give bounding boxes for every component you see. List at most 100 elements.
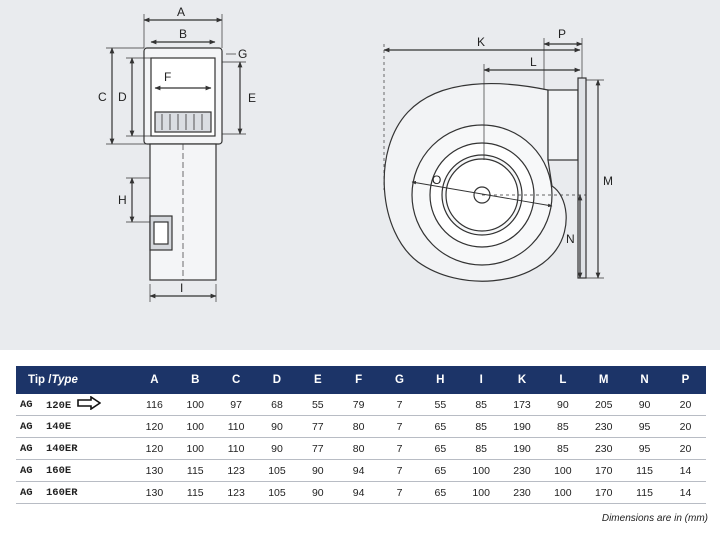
cell-i: 100 [460, 481, 502, 504]
model-name: 140ER [46, 442, 78, 455]
dim-label-e: E [248, 91, 256, 105]
cell-m: 170 [583, 459, 625, 482]
cell-k: 173 [501, 394, 543, 416]
cell-l: 85 [542, 437, 584, 460]
model-name: 140E [46, 420, 72, 433]
column-header-b: B [174, 366, 216, 394]
dim-label-f: F [164, 70, 171, 84]
cell-m: 205 [583, 394, 625, 416]
cell-b: 115 [174, 459, 216, 482]
cell-m: 230 [583, 437, 625, 460]
cell-i: 85 [460, 394, 502, 416]
cell-p: 14 [664, 459, 706, 482]
cell-e: 90 [297, 459, 339, 482]
column-header-e: E [297, 366, 339, 394]
side-view [106, 14, 246, 302]
model-name: 120E [46, 399, 72, 412]
cell-f: 79 [338, 394, 380, 416]
dim-label-a: A [177, 5, 185, 19]
cell-k: 190 [501, 437, 543, 460]
cell-g: 7 [379, 394, 420, 416]
dim-label-c: C [98, 90, 107, 104]
cell-f: 80 [338, 437, 380, 460]
cell-m: 170 [583, 481, 625, 504]
cell-h: 55 [419, 394, 461, 416]
column-header-m: M [583, 366, 625, 394]
column-header-k: K [501, 366, 543, 394]
column-header-l: L [542, 366, 584, 394]
cell-k: 190 [501, 415, 543, 438]
cell-a: 130 [134, 481, 175, 504]
cell-e: 77 [297, 415, 339, 438]
cell-c: 110 [215, 437, 257, 460]
cell-m: 230 [583, 415, 625, 438]
cell-i: 100 [460, 459, 502, 482]
cell-b: 115 [174, 481, 216, 504]
model-cell: AG 160E [16, 459, 134, 482]
cell-h: 65 [419, 437, 461, 460]
cell-a: 120 [134, 437, 175, 460]
column-header-n: N [624, 366, 665, 394]
cell-e: 77 [297, 437, 339, 460]
cell-e: 55 [297, 394, 339, 416]
cell-g: 7 [379, 481, 420, 504]
dim-label-b: B [179, 27, 187, 41]
cell-p: 20 [664, 415, 706, 438]
type-column-header: Tip /Type [16, 366, 134, 394]
model-cell: AG 140E [16, 415, 134, 438]
model-prefix: AG [20, 420, 33, 433]
cell-l: 100 [542, 481, 584, 504]
dim-label-o: O [432, 173, 441, 187]
model-cell: AG 120E [16, 394, 134, 416]
dim-label-d: D [118, 90, 127, 104]
cell-l: 85 [542, 415, 584, 438]
cell-p: 14 [664, 481, 706, 504]
cell-h: 65 [419, 459, 461, 482]
column-header-p: P [664, 366, 706, 394]
cell-f: 94 [338, 481, 380, 504]
cell-d: 90 [256, 437, 298, 460]
cell-a: 116 [134, 394, 175, 416]
cell-g: 7 [379, 415, 420, 438]
cell-a: 120 [134, 415, 175, 438]
cell-b: 100 [174, 437, 216, 460]
cell-i: 85 [460, 415, 502, 438]
cell-n: 90 [624, 394, 665, 416]
cell-h: 65 [419, 481, 461, 504]
dim-label-m: M [603, 174, 613, 188]
units-note: Dimensions are in (mm) [601, 513, 708, 524]
column-header-a: A [134, 366, 175, 394]
cell-b: 100 [174, 415, 216, 438]
cell-f: 80 [338, 415, 380, 438]
column-header-f: F [338, 366, 380, 394]
front-view [383, 38, 604, 282]
cell-c: 123 [215, 459, 257, 482]
model-prefix: AG [20, 399, 33, 412]
dim-label-k: K [477, 35, 485, 49]
cell-a: 130 [134, 459, 175, 482]
model-prefix: AG [20, 486, 33, 499]
cell-n: 95 [624, 437, 665, 460]
dim-label-h: H [118, 193, 127, 207]
model-name: 160E [46, 464, 72, 477]
cell-c: 123 [215, 481, 257, 504]
column-header-c: C [215, 366, 257, 394]
dim-label-l: L [530, 55, 537, 69]
cell-c: 110 [215, 415, 257, 438]
dim-label-p: P [558, 27, 566, 41]
model-prefix: AG [20, 464, 33, 477]
cell-d: 68 [256, 394, 298, 416]
cell-i: 85 [460, 437, 502, 460]
cell-p: 20 [664, 437, 706, 460]
column-header-g: G [379, 366, 420, 394]
arrow-right-icon [77, 395, 102, 414]
cell-g: 7 [379, 459, 420, 482]
